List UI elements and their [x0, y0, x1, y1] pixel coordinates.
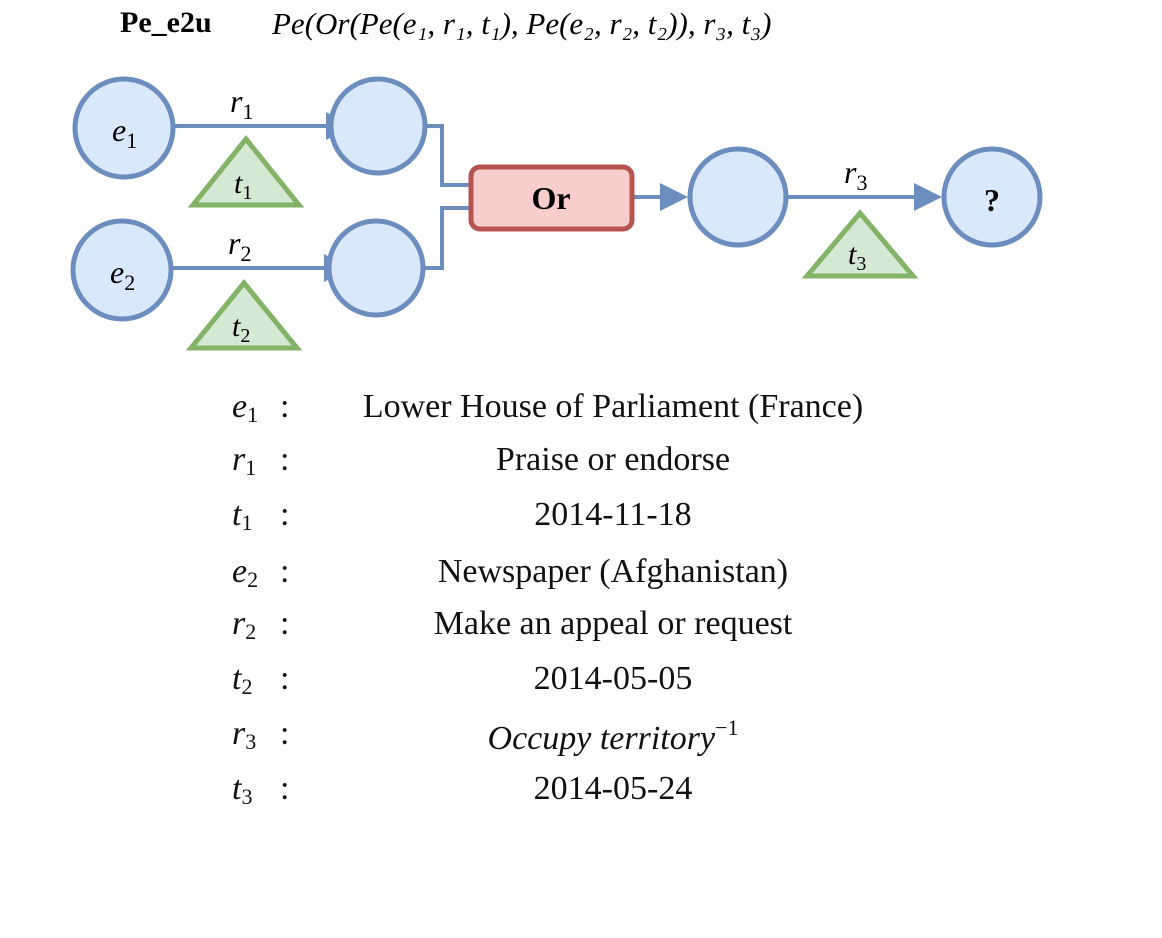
legend-row-e2: e2 : Newspaper (Afghanistan): [0, 553, 1162, 593]
node-answer: [941, 146, 1043, 248]
node-e1-label: e1: [112, 112, 137, 153]
legend-symbol: t2: [232, 660, 253, 699]
edge-to-or-1: [426, 124, 470, 187]
legend-value: Newspaper (Afghanistan): [437, 553, 789, 590]
legend-colon: :: [280, 496, 290, 533]
legend-row-r1: r1 : Praise or endorse: [0, 441, 1162, 481]
legend-colon: :: [280, 605, 290, 642]
edge-r2-label: r2: [228, 225, 251, 266]
legend-row-t1: t1 : 2014-11-18: [0, 496, 1162, 536]
legend-value: Make an appeal or request: [433, 605, 793, 642]
legend-symbol: e1: [232, 388, 259, 427]
time-t2-label: t2: [232, 310, 250, 347]
legend-colon: :: [280, 715, 290, 752]
legend-row-e1: e1 : Lower House of Parliament (France): [0, 388, 1162, 428]
legend-row-t2: t2 : 2014-05-05: [0, 660, 1162, 700]
legend-symbol: t1: [232, 496, 253, 535]
legend-value: Occupy territory−1: [487, 715, 739, 757]
query-diagram: Pe_e2u Pe(Or(Pe(e₁, r₁, t₁), Pe(e₂, r₂, …: [70, 6, 1043, 351]
time-triangle-t1: [187, 135, 305, 208]
legend-symbol: r3: [232, 715, 257, 754]
legend-symbol: r1: [232, 441, 257, 480]
legend-symbol: r2: [232, 605, 257, 644]
node-e1: [72, 76, 176, 180]
legend-colon: :: [280, 660, 290, 697]
node-intermediate-1: [328, 76, 428, 176]
legend-colon: :: [280, 388, 290, 425]
legend-symbol: t3: [232, 770, 253, 809]
edge-r1-label: r1: [230, 83, 253, 124]
query-type-label: Pe_e2u: [120, 6, 212, 39]
legend-row-r3: r3 : Occupy territory−1: [0, 715, 1162, 757]
node-e2-label: e2: [110, 254, 135, 295]
time-triangle-t2: [185, 279, 303, 351]
time-t3-label: t3: [848, 238, 866, 275]
node-answer-label: ?: [984, 182, 1000, 218]
node-e2: [70, 218, 174, 322]
legend-colon: :: [280, 553, 290, 590]
or-operator-box: [468, 164, 635, 232]
edge-or-arrowhead: [660, 183, 688, 211]
node-union-result: [687, 146, 789, 248]
time-triangle-t3: [801, 209, 919, 279]
or-operator-label: Or: [531, 180, 570, 216]
legend-value: Lower House of Parliament (France): [362, 388, 864, 425]
edge-r3-arrowhead: [914, 183, 942, 211]
legend-row-r2: r2 : Make an appeal or request: [0, 605, 1162, 645]
node-intermediate-2: [326, 218, 426, 318]
legend-value: 2014-11-18: [534, 496, 692, 533]
legend-colon: :: [280, 441, 290, 478]
legend-value: Praise or endorse: [495, 441, 731, 478]
legend-symbol: e2: [232, 553, 259, 592]
legend-colon: :: [280, 770, 290, 807]
legend-value: 2014-05-05: [533, 660, 693, 697]
time-t1-label: t1: [234, 167, 252, 204]
edge-r3-label: r3: [844, 154, 867, 195]
legend-row-t3: t3 : 2014-05-24: [0, 770, 1162, 810]
edge-to-or-2: [424, 206, 470, 270]
query-formula: Pe(Or(Pe(e₁, r₁, t₁), Pe(e₂, r₂, t₂)), r…: [271, 6, 771, 41]
legend-value: 2014-05-24: [533, 770, 693, 807]
